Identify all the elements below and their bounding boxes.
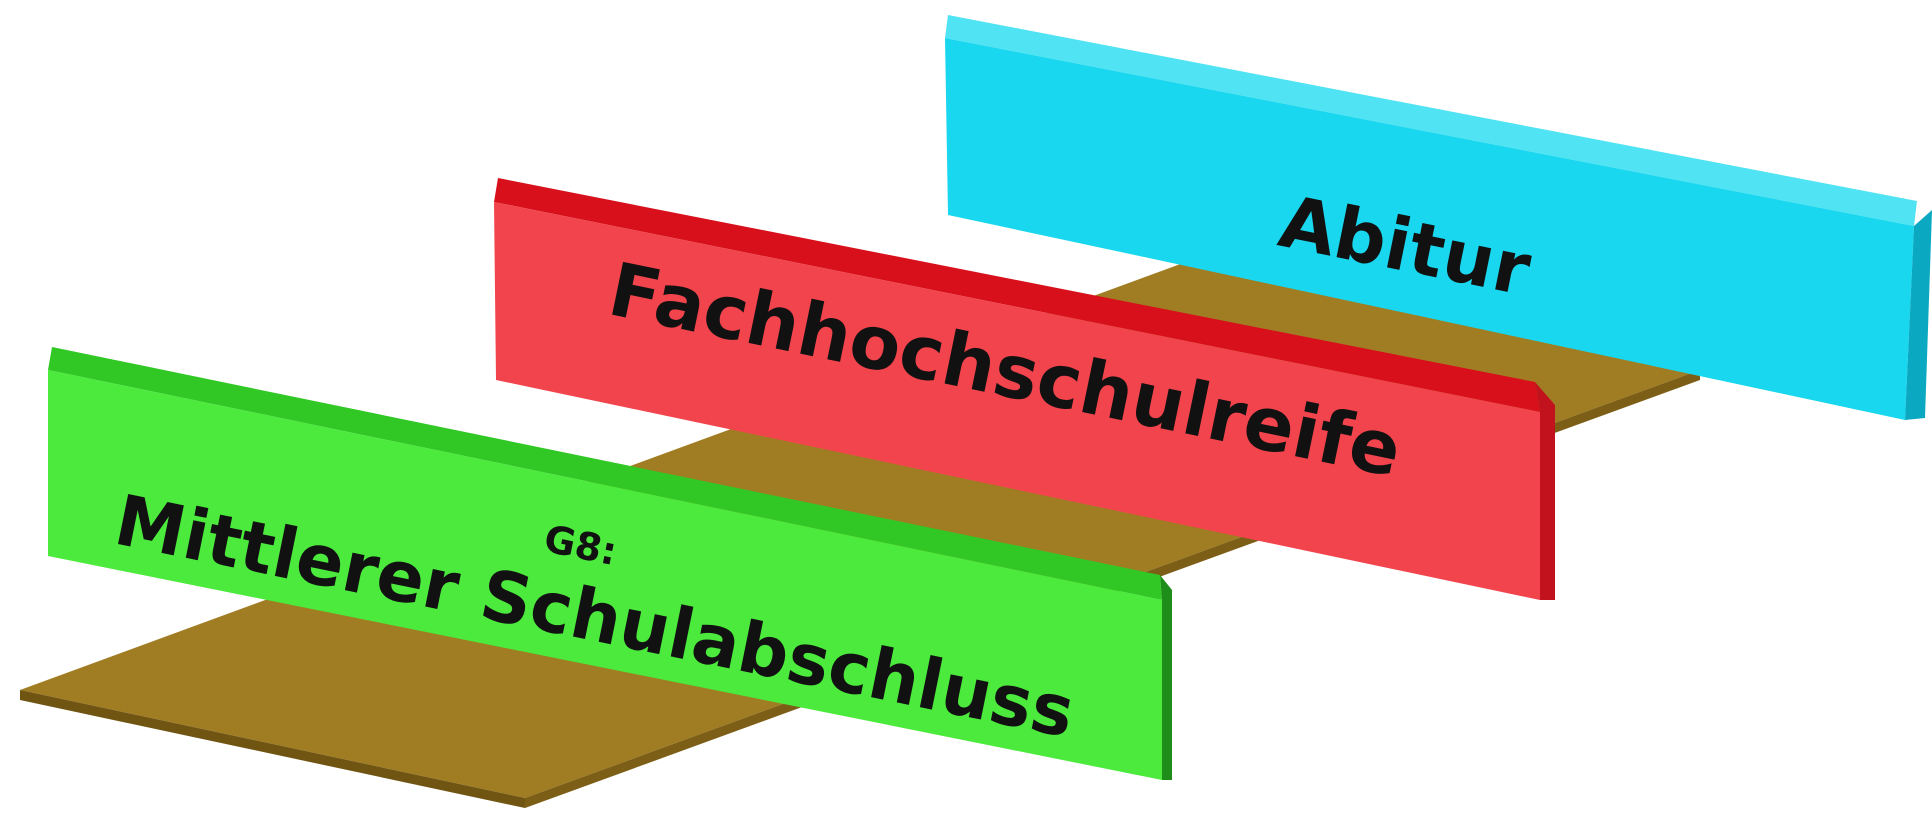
- sign-mittlerer-schulabschluss-face: [48, 370, 1162, 780]
- sign-fachhochschulreife-face: [494, 202, 1540, 600]
- sign-mittlerer-schulabschluss-side: [1160, 575, 1172, 780]
- sign-mittlerer-schulabschluss-top: [48, 347, 1162, 600]
- sign-abitur-top: [945, 15, 1917, 226]
- track-edge: [20, 690, 525, 808]
- sign-abitur: Abitur: [945, 15, 1932, 420]
- sign-fachhochschulreife-side: [1535, 382, 1555, 600]
- sign-abitur-side: [1905, 210, 1932, 420]
- sign-fachhochschulreife-top: [494, 178, 1540, 412]
- sign-abitur-face: [945, 38, 1914, 420]
